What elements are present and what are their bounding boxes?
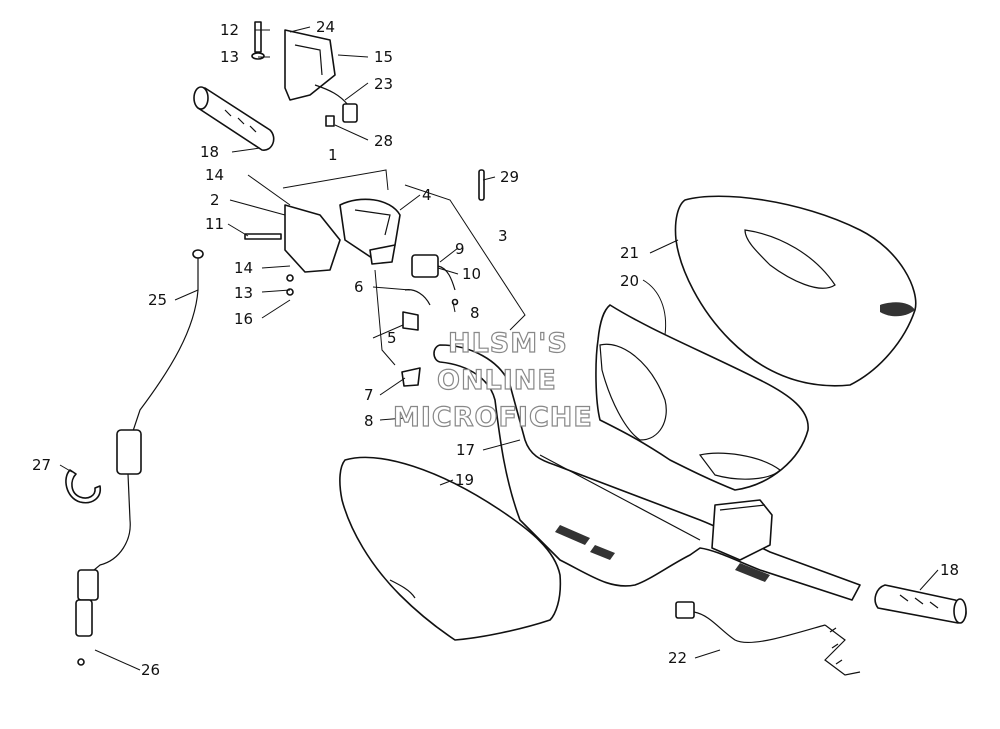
part-25-cable-assembly [65, 249, 204, 666]
callout-19: 19 [455, 471, 474, 489]
assembly-bracket-3 [404, 184, 526, 331]
part-20-handlebar-pad [595, 304, 809, 491]
callout-15: 15 [374, 48, 393, 66]
part-18-grip-left [193, 86, 275, 151]
assembly-bracket-6 [374, 269, 396, 366]
callout-20: 20 [620, 272, 639, 290]
callout-labels: 12 13 24 15 23 28 18 1 14 2 11 14 13 16 … [32, 18, 959, 679]
callout-26: 26 [141, 661, 160, 679]
callout-14-top: 14 [205, 166, 224, 184]
callout-7: 7 [364, 386, 374, 404]
brake-bracket-assembly [251, 21, 358, 127]
callout-13-bottom: 13 [234, 284, 253, 302]
watermark-line-3: MICROFICHE [393, 402, 593, 433]
assembly-bracket-1 [282, 169, 389, 191]
callout-17: 17 [456, 441, 475, 459]
control-housing-left [244, 198, 459, 387]
callout-29: 29 [500, 168, 519, 186]
callout-16: 16 [234, 310, 253, 328]
callout-10: 10 [462, 265, 481, 283]
callout-4: 4 [422, 186, 432, 204]
callout-2: 2 [210, 191, 220, 209]
part-17-handlebar [433, 344, 861, 601]
callout-6: 6 [354, 278, 364, 296]
callout-18-right: 18 [940, 561, 959, 579]
watermark: HLSM'S ONLINE MICROFICHE [392, 327, 593, 433]
callout-3: 3 [498, 227, 508, 245]
callout-13-top: 13 [220, 48, 239, 66]
throttle-housing [711, 499, 773, 561]
callout-21: 21 [620, 244, 639, 262]
part-18-grip-right [874, 584, 967, 624]
callout-8-bottom: 8 [364, 412, 374, 430]
part-21-hood-pad [674, 195, 917, 387]
watermark-line-2: ONLINE [437, 365, 557, 396]
part-29-pin [478, 169, 485, 201]
leader-lines [59, 26, 939, 671]
callout-14-bottom: 14 [234, 259, 253, 277]
callout-18-left: 18 [200, 143, 219, 161]
callout-12: 12 [220, 21, 239, 39]
callout-28: 28 [374, 132, 393, 150]
callout-11: 11 [205, 215, 224, 233]
callout-25: 25 [148, 291, 167, 309]
callout-23: 23 [374, 75, 393, 93]
part-19-handlebar-pad [339, 456, 562, 641]
callout-27: 27 [32, 456, 51, 474]
part-22-heater-wire [675, 601, 861, 676]
callout-5: 5 [387, 329, 397, 347]
callout-24: 24 [316, 18, 335, 36]
callout-8-top: 8 [470, 304, 480, 322]
callout-1: 1 [328, 146, 338, 164]
callout-22: 22 [668, 649, 687, 667]
watermark-line-1: HLSM'S [448, 328, 568, 359]
callout-9: 9 [455, 240, 465, 258]
